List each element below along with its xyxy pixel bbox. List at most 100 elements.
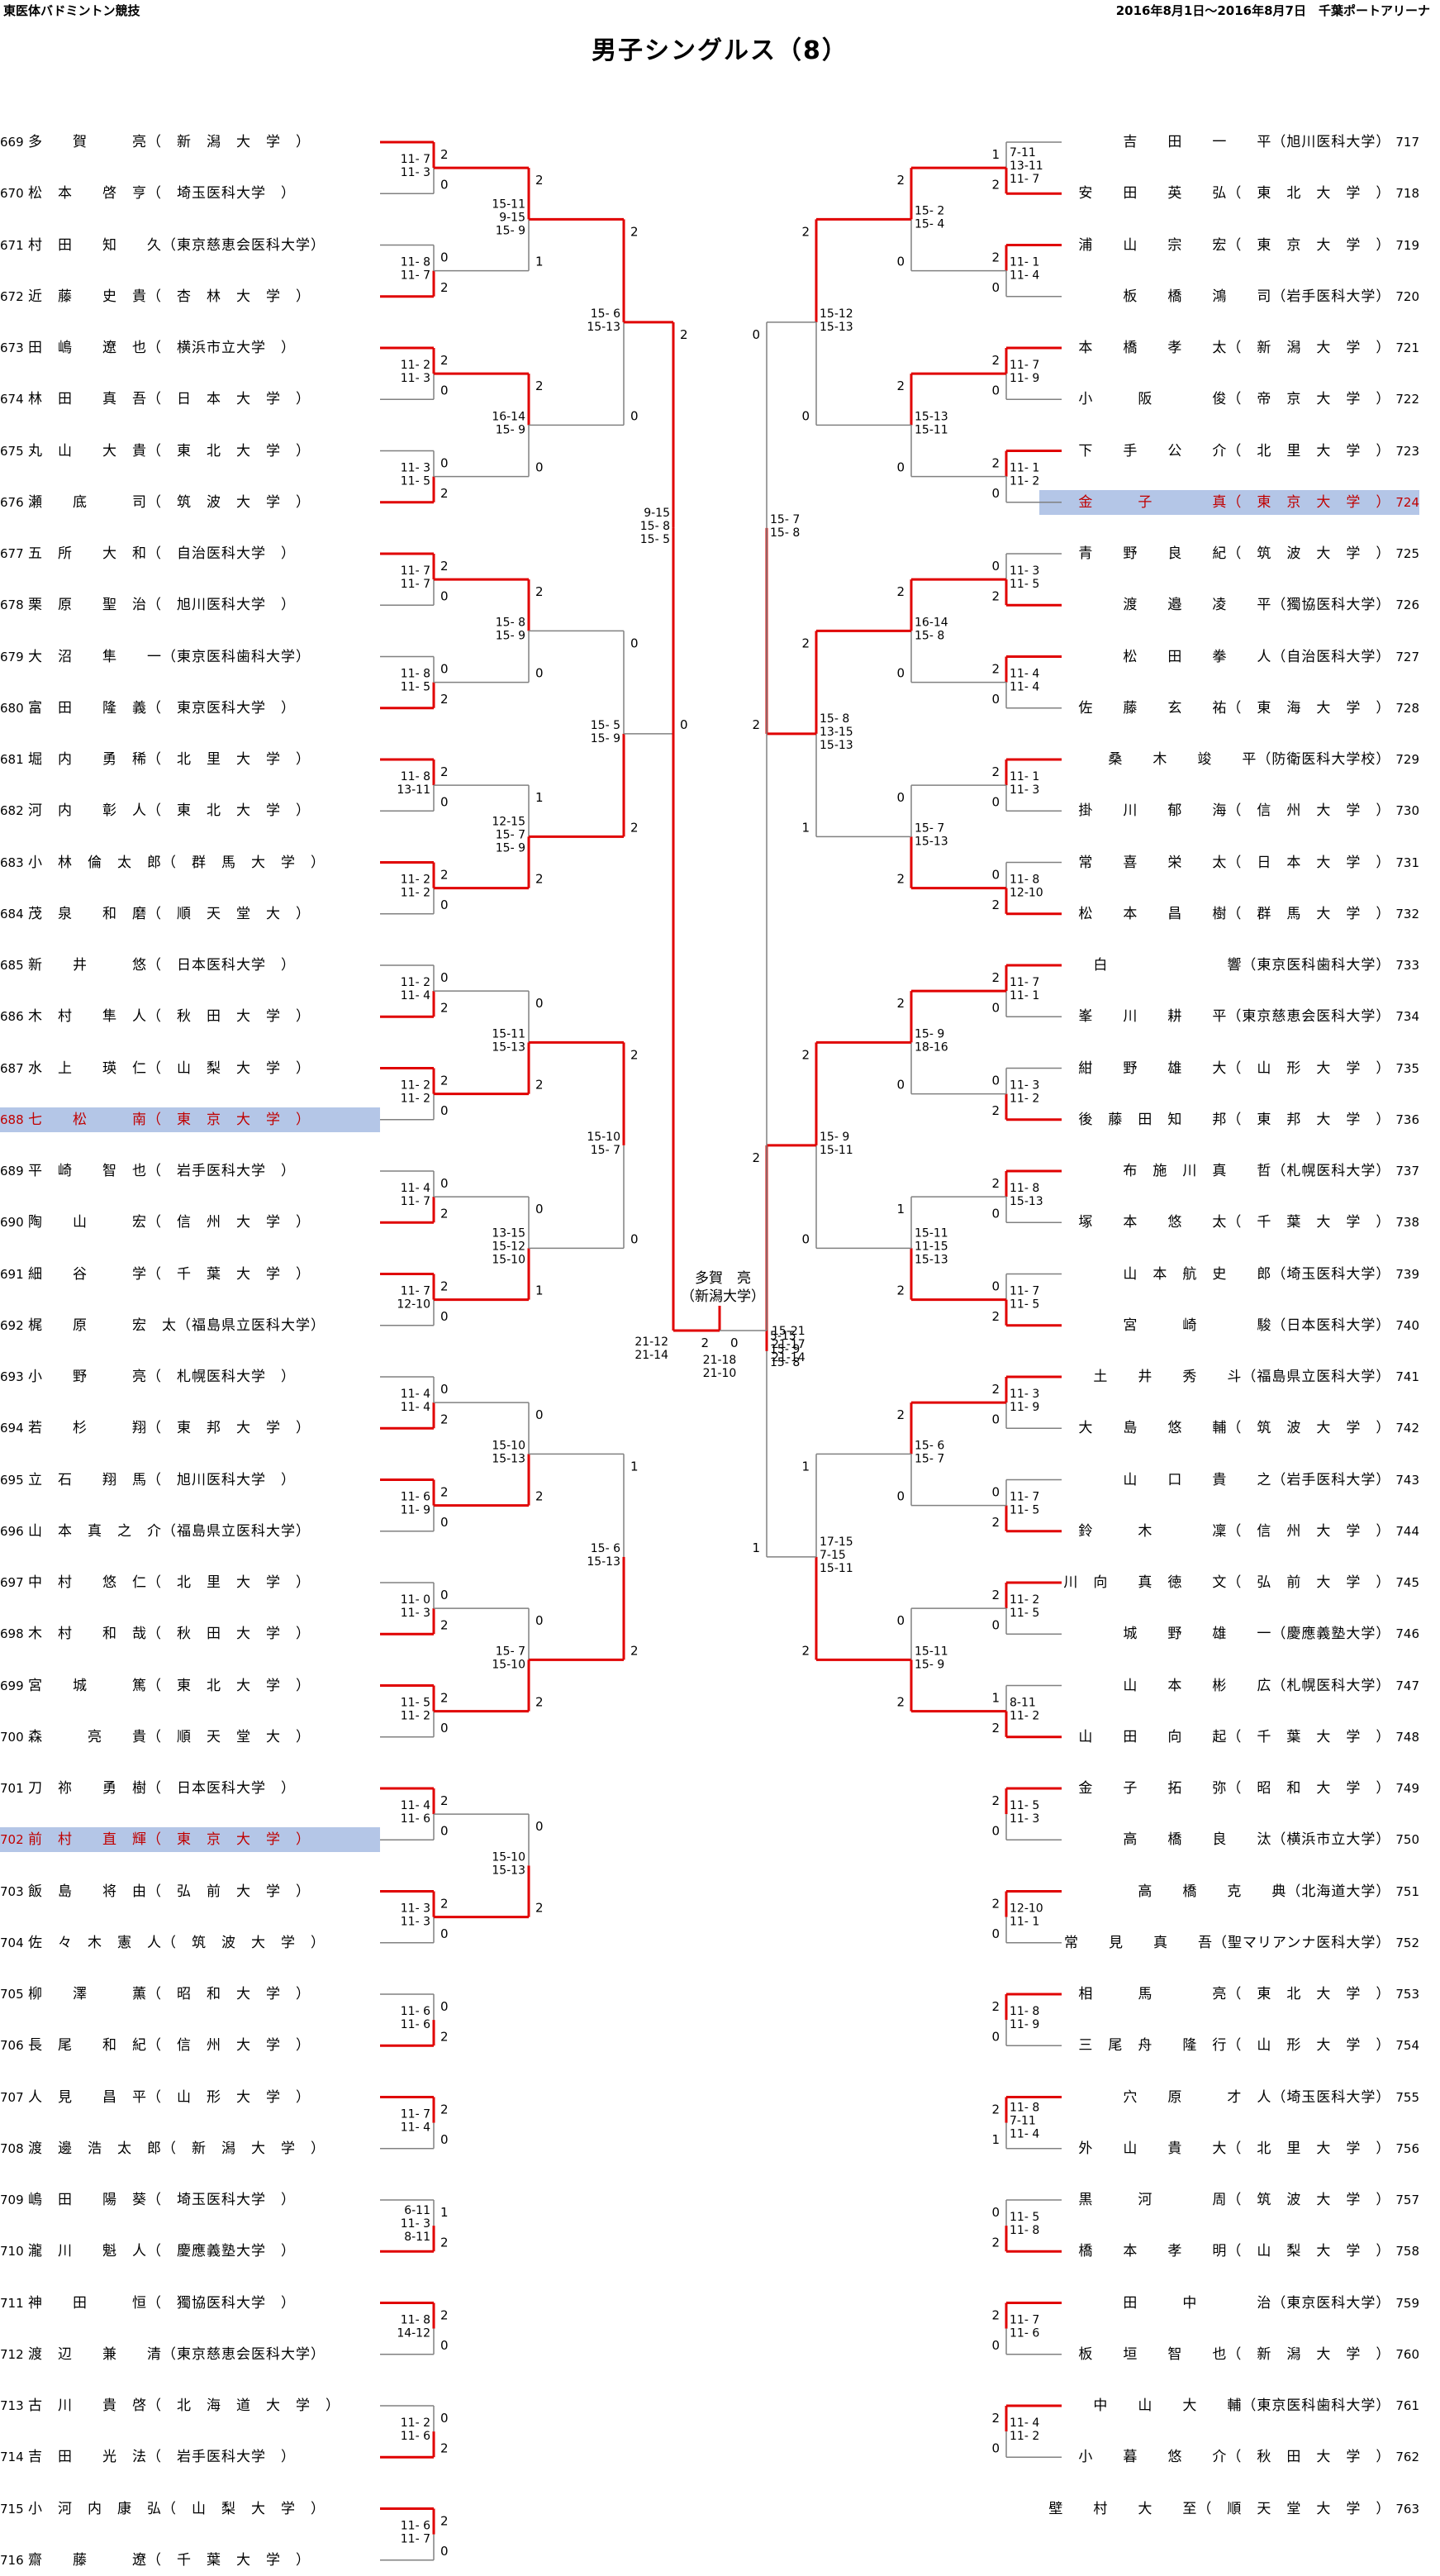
player-name: 森 亮 貴（ 順 天 堂 大 ）	[28, 1728, 311, 1745]
player-number: 714	[0, 2450, 24, 2465]
player-number: 715	[0, 2501, 24, 2516]
game-count: 2	[535, 1489, 544, 1504]
player-name: 若 杉 翔（ 東 邦 大 学 ）	[28, 1420, 311, 1437]
game-count: 2	[801, 636, 810, 650]
game-count: 1	[991, 2132, 1000, 2147]
player-name: 松 本 啓 亨（ 埼玉医科大学 ）	[28, 185, 296, 202]
game-count: 0	[991, 280, 1000, 295]
score-line: 2	[440, 280, 449, 295]
game-count: 2	[440, 280, 449, 295]
player-number: 701	[0, 1781, 24, 1796]
score-line: 11- 2	[401, 1079, 430, 1093]
player-name: 瀧 川 魁 人（ 慶應義塾大学 ）	[28, 2243, 296, 2260]
game-count: 0	[535, 1407, 544, 1422]
player-number: 720	[1395, 288, 1419, 304]
game-count: 2	[896, 173, 905, 188]
game-count: 0	[440, 2338, 449, 2353]
score-line: 0	[535, 1202, 544, 1217]
player-name: 壁 村 大 至（ 順 天 堂 大 学 ）	[1048, 2500, 1391, 2517]
score-line: 11- 3	[1010, 783, 1039, 797]
player-number: 741	[1395, 1369, 1419, 1384]
game-count: 0	[630, 636, 639, 650]
score-line: 0	[440, 2338, 449, 2353]
player-number: 750	[1395, 1832, 1419, 1848]
game-count: 0	[896, 1613, 905, 1628]
player-row: 青 野 良 紀（ 筑 波 大 学 ）725	[1039, 541, 1419, 566]
game-count: 2	[896, 996, 905, 1011]
score-line: 6-11	[404, 2204, 430, 2217]
player-row: 鈴 木 凜（ 信 州 大 学 ）744	[1039, 1519, 1419, 1544]
score-line: 0	[440, 2544, 449, 2559]
player-row: 紺 野 雄 大（ 山 形 大 学 ）735	[1039, 1056, 1419, 1081]
player-row: 城 野 雄 一（慶應義塾大学）746	[1039, 1621, 1419, 1646]
score-line: 15- 9	[496, 629, 525, 642]
game-count: 2	[991, 1515, 1000, 1530]
score-line: 11- 4	[1010, 2128, 1039, 2141]
score-line: 15-13	[1010, 1195, 1043, 1208]
score-line: 11- 5	[401, 681, 430, 694]
score-line: 13-11	[397, 783, 430, 797]
score-line: 15- 7	[915, 1452, 944, 1465]
score-line: 15-21	[772, 1325, 806, 1338]
game-count: 2	[991, 250, 1000, 265]
game-count: 2	[680, 327, 688, 342]
game-count: 2	[440, 2029, 449, 2044]
score-line: 15-13	[492, 1864, 525, 1877]
player-name: 山 本 彬 広（札幌医科大学）	[1123, 1677, 1391, 1694]
score-line: 2	[801, 1047, 810, 1062]
game-count: 0	[440, 1309, 449, 1324]
player-name: 松 田 拳 人（自治医科大学）	[1123, 648, 1391, 665]
player-number: 722	[1395, 392, 1419, 407]
player-row: 穴 原 才 人（埼玉医科大学）755	[1039, 2085, 1419, 2110]
game-count: 2	[991, 353, 1000, 368]
score-line: 2	[535, 1695, 544, 1710]
player-name: 宮 城 篤（ 東 北 大 学 ）	[28, 1677, 311, 1694]
player-name: 人 見 昌 平（ 山 形 大 学 ）	[28, 2088, 311, 2106]
score-line: 11- 3	[401, 166, 430, 179]
game-count: 0	[440, 1588, 449, 1602]
score-line: 0	[991, 1485, 1000, 1500]
game-count: 0	[535, 1613, 544, 1628]
player-row: 黒 河 周（ 筑 波 大 学 ）757	[1039, 2188, 1419, 2212]
player-number: 746	[1395, 1626, 1419, 1642]
score-line: 11- 2	[401, 887, 430, 900]
score-line: 0	[991, 794, 1000, 809]
score-line: 2	[991, 970, 1000, 985]
game-count: 1	[535, 1283, 544, 1298]
score-line: 15- 7	[496, 1645, 525, 1658]
player-name: 高 橋 克 典（北海道大学）	[1138, 1883, 1391, 1900]
player-name: 嶋 田 陽 葵（ 埼玉医科大学 ）	[28, 2192, 296, 2208]
player-number: 755	[1395, 2089, 1419, 2105]
champion-box: 多賀 亮 （新潟大学）	[677, 1269, 768, 1306]
game-count: 0	[440, 794, 449, 809]
player-number: 737	[1395, 1164, 1419, 1178]
game-count: 0	[535, 1202, 544, 1217]
game-count: 0	[440, 898, 449, 912]
score-line: 0	[440, 662, 449, 677]
score-line: 15-10	[492, 1253, 525, 1266]
game-count: 1	[991, 147, 1000, 162]
score-line: 0	[440, 970, 449, 985]
game-count: 1	[991, 1691, 1000, 1706]
score-line: 0	[440, 456, 449, 471]
score-line: 0	[801, 408, 810, 423]
score-line: 1	[535, 790, 544, 805]
game-count: 0	[991, 868, 1000, 883]
score-line: 11- 5	[401, 1697, 430, 1710]
